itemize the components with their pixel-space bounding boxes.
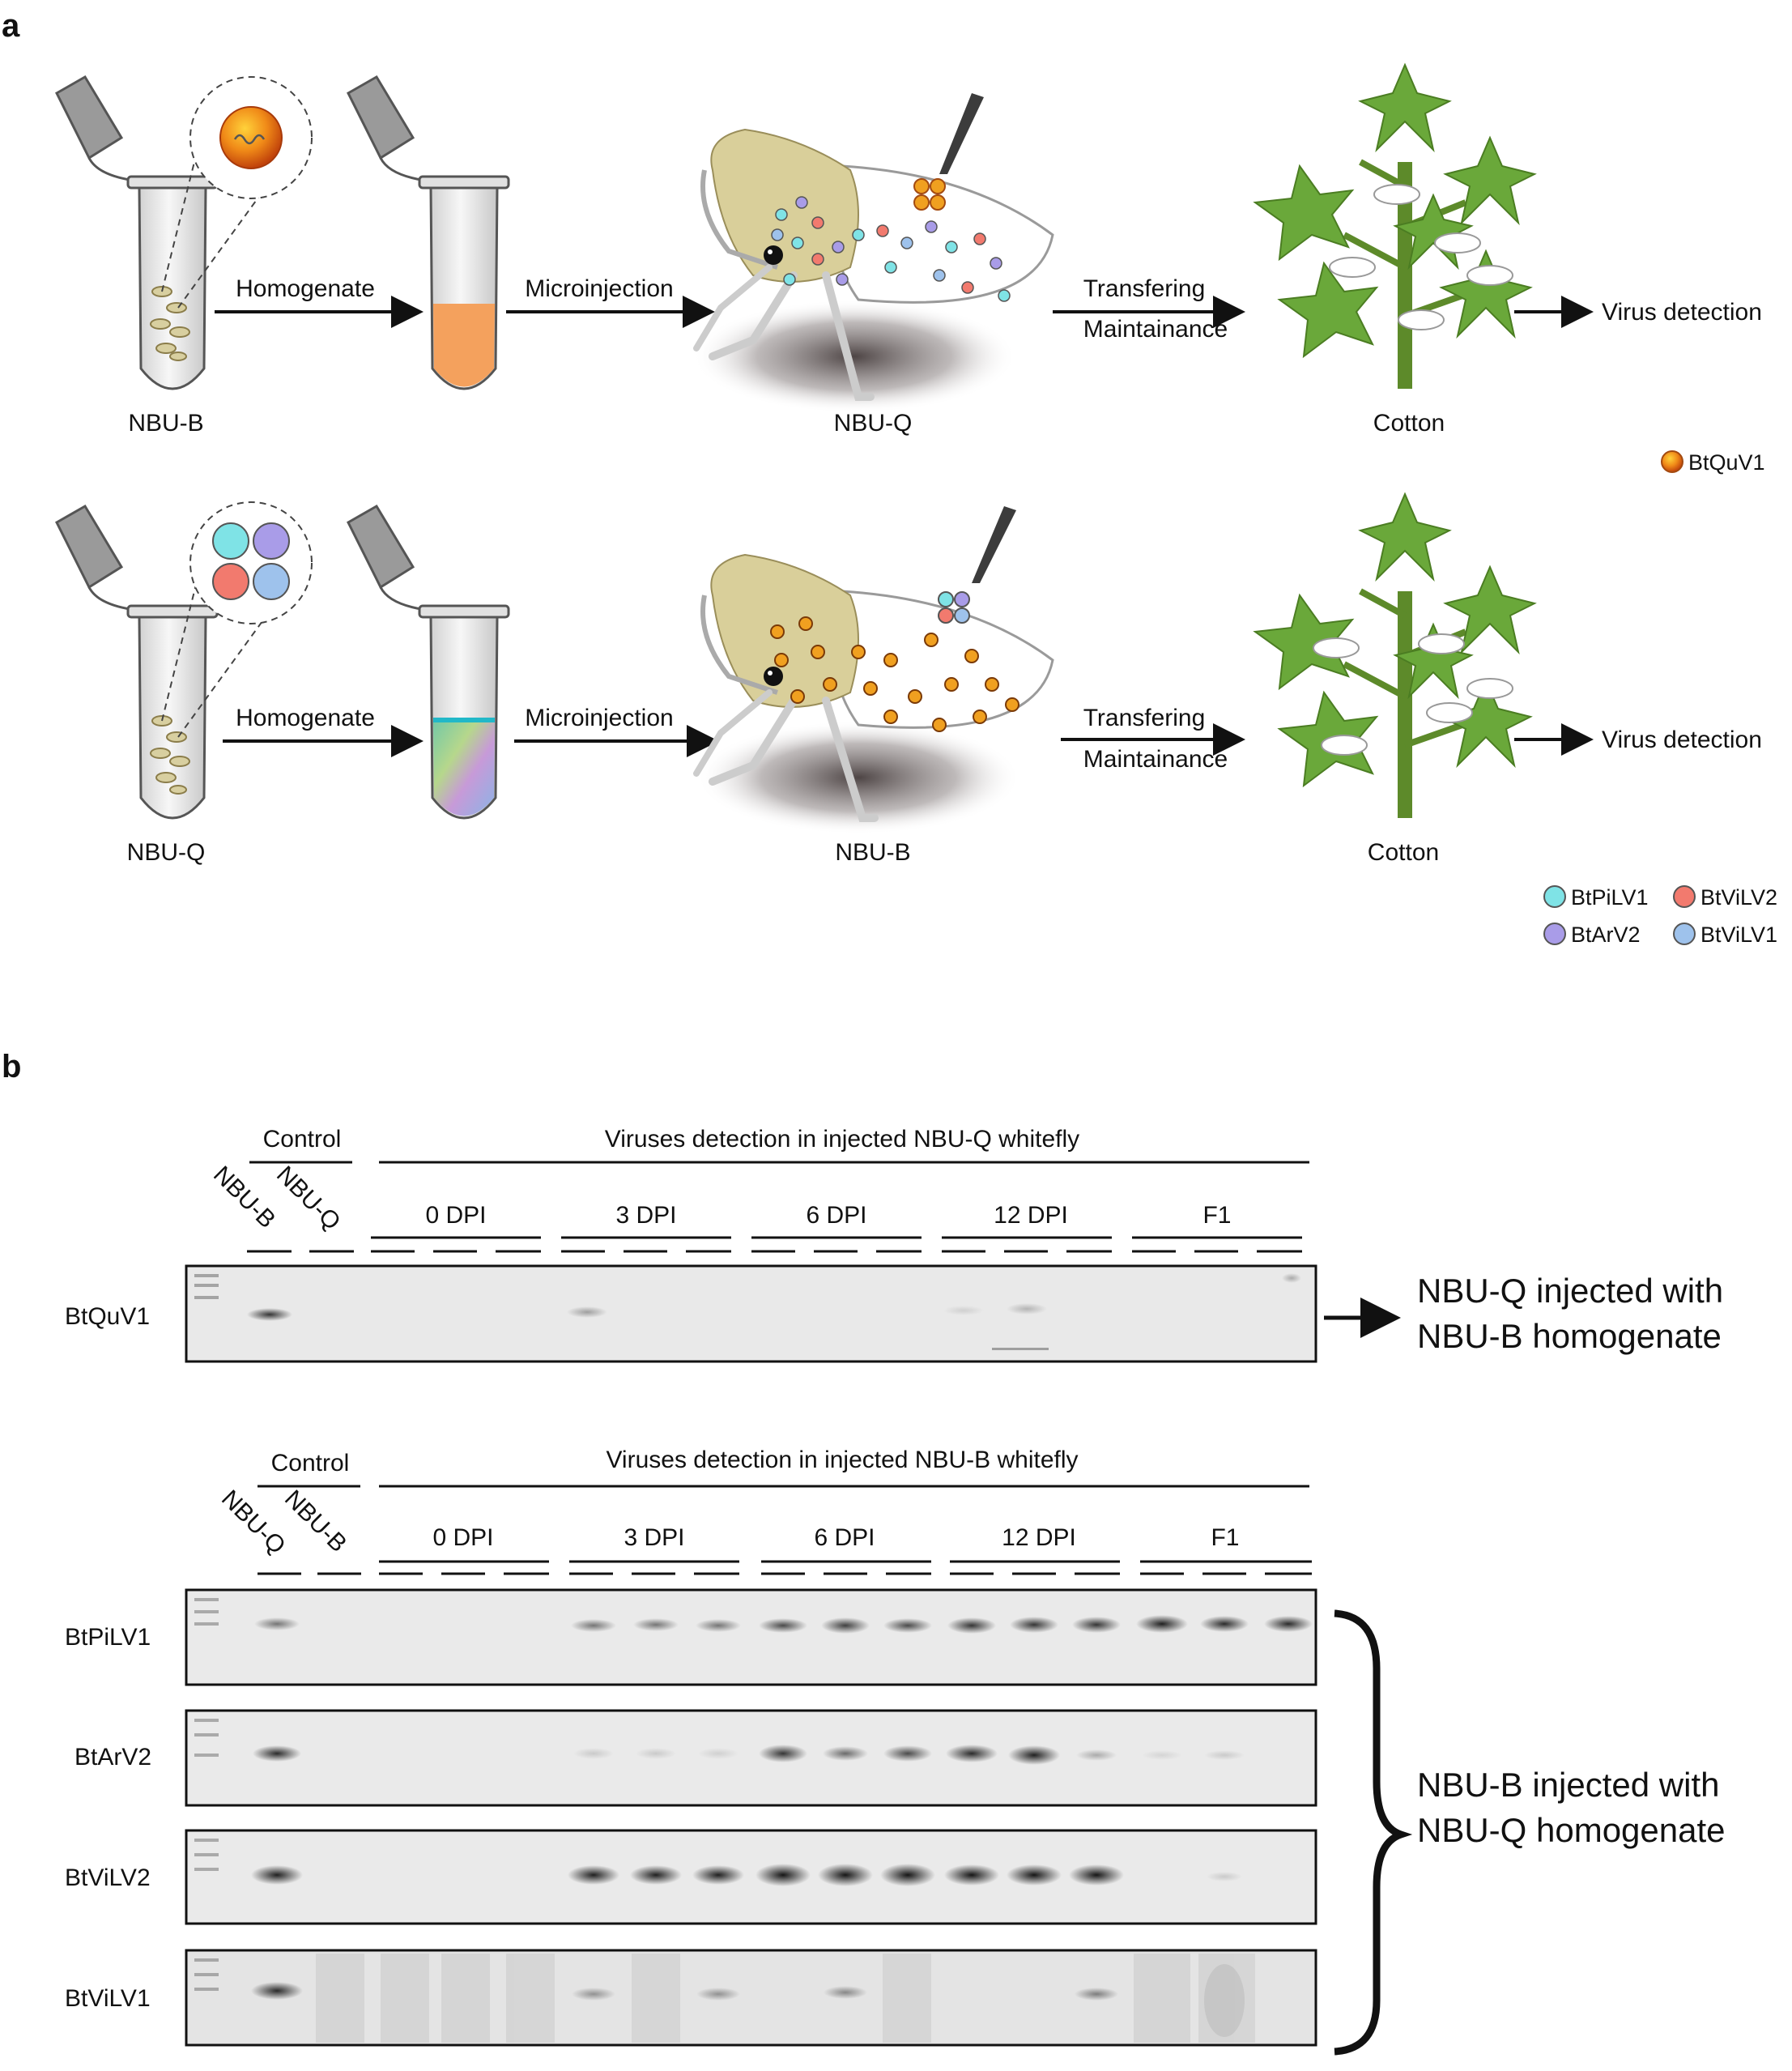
gel2-annotation-line1: NBU-B injected with — [1417, 1766, 1719, 1804]
gel1-header: Control Viruses detection in injected NB… — [208, 1126, 1309, 1253]
gel2-group-4: F1 — [1211, 1524, 1239, 1551]
panel-b-letter: b — [2, 1049, 21, 1085]
legend-btpilv1-label: BtPiLV1 — [1571, 885, 1649, 910]
gel2-btvilv2 — [185, 1829, 1317, 1925]
row2-transfer-label-1: Transfering — [1083, 705, 1206, 731]
gel2-curly-brace — [1334, 1609, 1413, 2056]
gel2-control-label: Control — [271, 1450, 350, 1477]
row2-microinjection-label: Microinjection — [525, 705, 673, 731]
gel1-lane-label-2: NBU-Q — [271, 1161, 346, 1236]
row2-cotton-plant — [1253, 492, 1537, 818]
panel-a-letter: a — [2, 8, 20, 44]
gel2-group-3: 12 DPI — [1002, 1524, 1076, 1551]
row1-transfer-label-1: Transfering — [1083, 275, 1206, 302]
row1-host-label: NBU-Q — [834, 410, 913, 437]
row2-transfer-label-2: Maintainance — [1083, 746, 1228, 773]
legend-btpilv1-swatch — [1543, 885, 1566, 908]
legend-btvilv1-swatch — [1673, 923, 1696, 945]
gel1-group-4: F1 — [1202, 1202, 1231, 1229]
gel1-group-1: 3 DPI — [615, 1202, 676, 1229]
gel1-row-label-btquv1: BtQuV1 — [65, 1303, 150, 1330]
gel1-annotation-line2: NBU-B homogenate — [1417, 1317, 1722, 1355]
gel2-row-label-btvilv1: BtViLV1 — [65, 1985, 151, 2012]
row2-host-label: NBU-B — [835, 839, 910, 866]
legend-btvilv2-label: BtViLV2 — [1700, 885, 1777, 910]
row1-source-label: NBU-B — [128, 410, 203, 437]
gel1-annotation-line1: NBU-Q injected with — [1417, 1272, 1723, 1310]
legend-btquv1: BtQuV1 — [1661, 450, 1765, 475]
gel2-btvilv1 — [185, 1949, 1317, 2047]
gel2-group-1: 3 DPI — [624, 1524, 684, 1551]
gel2-lane-label-1: NBU-Q — [216, 1485, 291, 1560]
row1-result-label: Virus detection — [1602, 299, 1762, 326]
gel2-row-label-btpilv1: BtPiLV1 — [65, 1624, 151, 1651]
row2-result-label: Virus detection — [1602, 727, 1762, 753]
row1-transfer-label-2: Maintainance — [1083, 316, 1228, 343]
gel2-btpilv1 — [185, 1588, 1317, 1686]
row2-source-label: NBU-Q — [127, 839, 206, 866]
row1-source-tube — [55, 75, 313, 390]
row2-homogenate-label: Homogenate — [236, 705, 375, 731]
gel2-header: Control Viruses detection in injected NB… — [216, 1447, 1312, 1575]
gel1-group-3: 12 DPI — [994, 1202, 1068, 1229]
row2-plant-label: Cotton — [1368, 839, 1439, 866]
gel1-detection-title: Viruses detection in injected NBU-Q whit… — [605, 1126, 1079, 1153]
row1-cotton-plant — [1253, 62, 1537, 389]
legend-btvilv2-swatch — [1673, 885, 1696, 908]
gel1-lane-label-1: NBU-B — [208, 1161, 280, 1234]
gel2-row-label-btvilv2: BtViLV2 — [65, 1864, 151, 1891]
gel1-group-2: 6 DPI — [806, 1202, 866, 1229]
legend-btarv2-label: BtArV2 — [1571, 923, 1641, 947]
row2-homogenate-tube — [347, 504, 510, 820]
legend-btquv1-label: BtQuV1 — [1688, 450, 1765, 475]
row1-whitefly-nbu-q — [692, 93, 1054, 413]
gel2-detection-title: Viruses detection in injected NBU-B whit… — [606, 1447, 1078, 1473]
row1-homogenate-tube — [347, 75, 510, 390]
gel2-group-0: 0 DPI — [432, 1524, 493, 1551]
legend-btvilv1-label: BtViLV1 — [1700, 923, 1777, 947]
row1-plant-label: Cotton — [1373, 410, 1445, 437]
legend-btarv2-swatch — [1543, 923, 1566, 945]
legend-btquv1-swatch — [1661, 450, 1683, 473]
legend-virus-set: BtPiLV1 BtViLV2 BtArV2 BtViLV1 — [1543, 885, 1777, 947]
row1-homogenate-fill — [433, 304, 495, 387]
row1-microinjection-label: Microinjection — [525, 275, 673, 302]
gel2-btarv2 — [185, 1709, 1317, 1807]
gel1-control-label: Control — [263, 1126, 342, 1153]
row2-source-tube — [55, 501, 313, 820]
gel1-group-0: 0 DPI — [425, 1202, 486, 1229]
gel2-lane-label-2: NBU-B — [279, 1485, 351, 1558]
gel2-group-2: 6 DPI — [814, 1524, 875, 1551]
row1-homogenate-label: Homogenate — [236, 275, 375, 302]
gel1-btquv1 — [185, 1264, 1317, 1363]
row2-whitefly-nbu-b — [693, 506, 1054, 834]
gel2-row-label-btarv2: BtArV2 — [74, 1744, 151, 1771]
gel2-annotation-line2: NBU-Q homogenate — [1417, 1811, 1726, 1849]
row2-homogenate-fill — [433, 721, 495, 816]
